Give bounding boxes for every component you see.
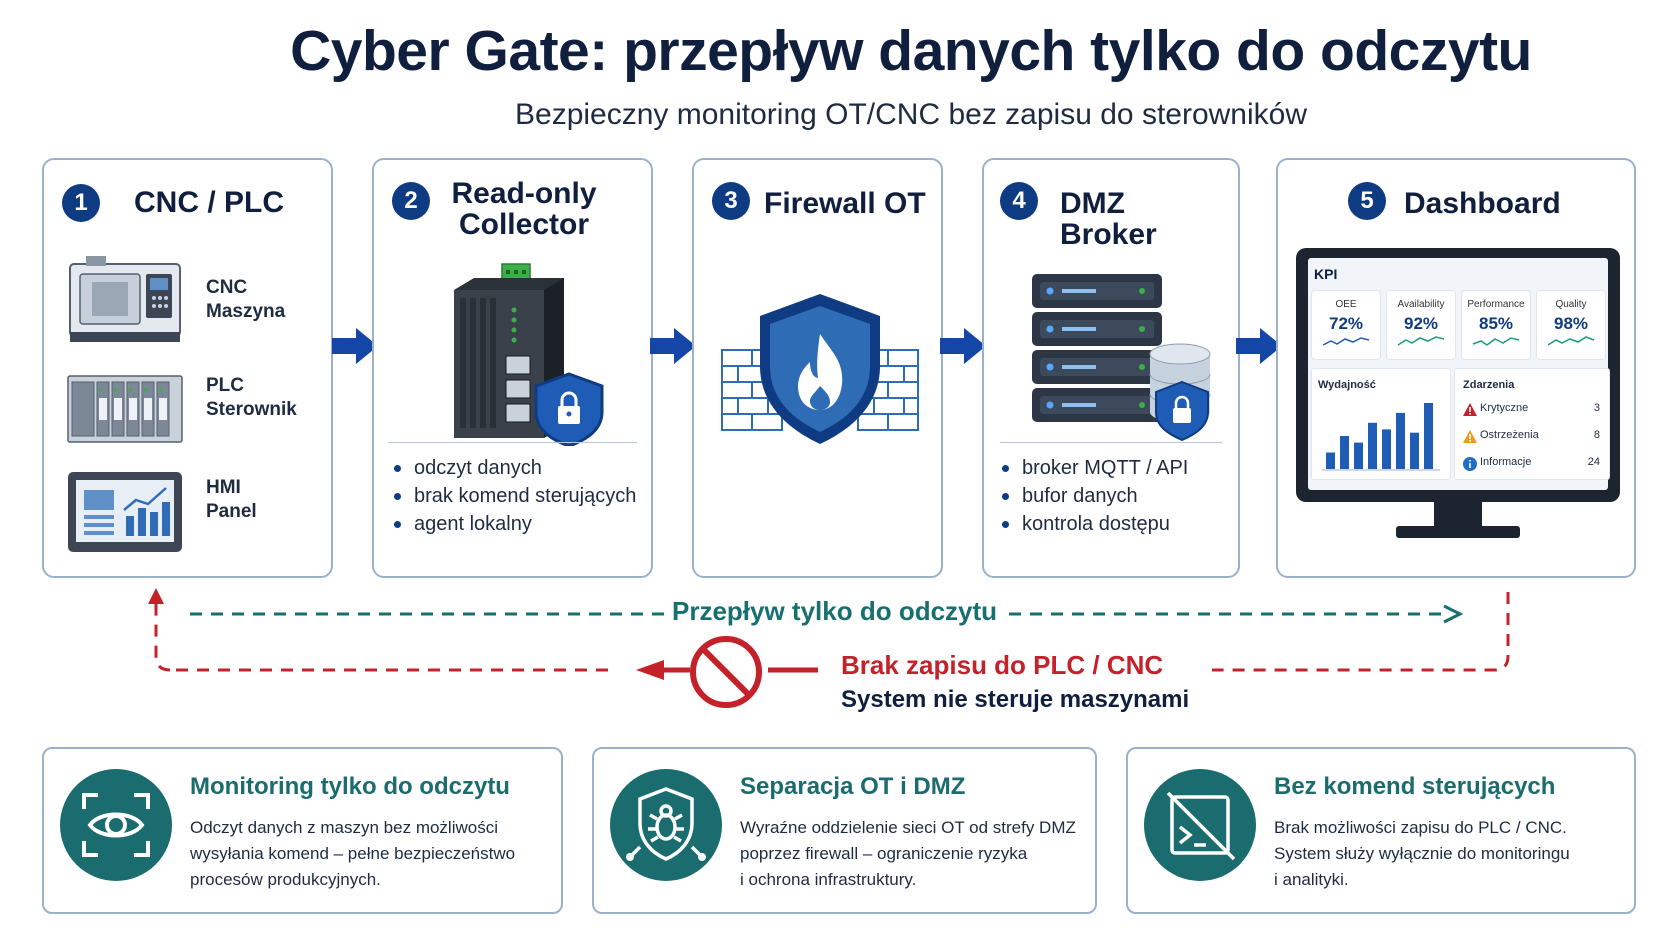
performance-bar <box>1340 436 1349 469</box>
step-card-dmz-broker: 4 DMZ Broker broker MQTT / API bufor dan… <box>982 158 1240 578</box>
terminal-blocked-icon <box>1144 769 1256 881</box>
arrow-right-icon <box>940 328 986 364</box>
kpi-tile-quality: Quality 98% <box>1536 290 1606 360</box>
step-card-firewall: 3 Firewall OT <box>692 158 943 578</box>
sparkline-icon <box>1547 336 1595 346</box>
bullet-item: brak komend sterujących <box>392 482 636 510</box>
kpi-title: KPI <box>1314 266 1338 282</box>
no-write-subtitle: System nie steruje maszynami <box>841 686 1190 713</box>
shield-bug-icon <box>610 769 722 881</box>
step-number: 4 <box>1000 182 1038 220</box>
feature-title: Monitoring tylko do odczytu <box>190 773 510 800</box>
plc-controller-icon <box>67 375 183 443</box>
bullet-item: agent lokalny <box>392 510 636 538</box>
performance-bar <box>1396 412 1405 469</box>
cnc-machine-icon <box>69 256 181 342</box>
info-circle-icon <box>1463 457 1477 471</box>
no-write-title: Brak zapisu do PLC / CNC <box>841 650 1164 680</box>
page-title: Cyber Gate: przepływ danych tylko do odc… <box>290 19 1532 83</box>
feature-card-separation: Separacja OT i DMZ Wyraźne oddzielenie s… <box>592 747 1097 914</box>
step-number: 2 <box>392 182 430 220</box>
step-title: DMZ Broker <box>1060 187 1157 251</box>
eye-scan-icon <box>60 769 172 881</box>
collector-bullets: odczyt danych brak komend sterujących ag… <box>392 454 636 538</box>
feature-text: Brak możliwości zapisu do PLC / CNC.Syst… <box>1274 818 1570 889</box>
kpi-tile-availability: Availability 92% <box>1386 290 1456 360</box>
no-entry-icon <box>690 636 762 708</box>
error-triangle-icon <box>1463 403 1477 416</box>
feature-card-no-commands: Bez komend sterujących Brak możliwości z… <box>1126 747 1636 914</box>
feature-text: Wyraźne oddzielenie sieci OT od strefy D… <box>740 818 1076 889</box>
arrow-right-icon <box>1236 328 1282 364</box>
performance-bar <box>1326 452 1335 469</box>
step-title: Dashboard <box>1404 187 1561 220</box>
step-title: Firewall OT <box>764 187 926 220</box>
warning-triangle-icon <box>1463 430 1477 443</box>
server-database-icon <box>1032 274 1211 442</box>
broker-bullets: broker MQTT / API bufor danych kontrola … <box>1000 454 1188 538</box>
page-subtitle: Bezpieczny monitoring OT/CNC bez zapisu … <box>515 98 1307 131</box>
hmi-panel-icon <box>68 472 182 552</box>
sparkline-icon <box>1472 337 1520 346</box>
performance-bar <box>1368 422 1377 469</box>
arrow-right-icon <box>650 328 696 364</box>
bullet-item: broker MQTT / API <box>1000 454 1188 482</box>
bullet-item: odczyt danych <box>392 454 636 482</box>
performance-bar <box>1410 432 1419 469</box>
performance-panel: Wydajność <box>1311 368 1451 480</box>
card-divider <box>388 442 637 443</box>
sparkline-icon <box>1322 337 1370 346</box>
step-number: 1 <box>62 184 100 222</box>
collector-device-icon <box>454 263 604 446</box>
feature-card-monitoring: Monitoring tylko do odczytu Odczyt danyc… <box>42 747 563 914</box>
bullet-item: kontrola dostępu <box>1000 510 1188 538</box>
kpi-tile-performance: Performance 85% <box>1461 290 1531 360</box>
events-panel: Zdarzenia <box>1454 368 1610 480</box>
performance-bar <box>1424 403 1433 469</box>
feature-title: Bez komend sterujących <box>1274 773 1556 800</box>
read-only-flow-label: Przepływ tylko do odczytu <box>668 596 1002 627</box>
step-number: 5 <box>1348 182 1386 220</box>
sparkline-icon <box>1397 336 1445 346</box>
feature-title: Separacja OT i DMZ <box>740 773 966 800</box>
events-title: Zdarzenia <box>1463 379 1515 391</box>
performance-title: Wydajność <box>1318 379 1376 391</box>
card-divider <box>1000 442 1222 443</box>
performance-bar <box>1382 429 1391 469</box>
step-title: CNC / PLC <box>134 186 284 219</box>
arrow-right-icon <box>332 328 378 364</box>
kpi-tile-oee: OEE 72% <box>1311 290 1381 360</box>
performance-bar-chart <box>1322 403 1440 471</box>
step-number: 3 <box>712 182 750 220</box>
firewall-shield-icon <box>721 294 919 444</box>
bullet-item: bufor danych <box>1000 482 1188 510</box>
performance-bar <box>1354 442 1363 469</box>
